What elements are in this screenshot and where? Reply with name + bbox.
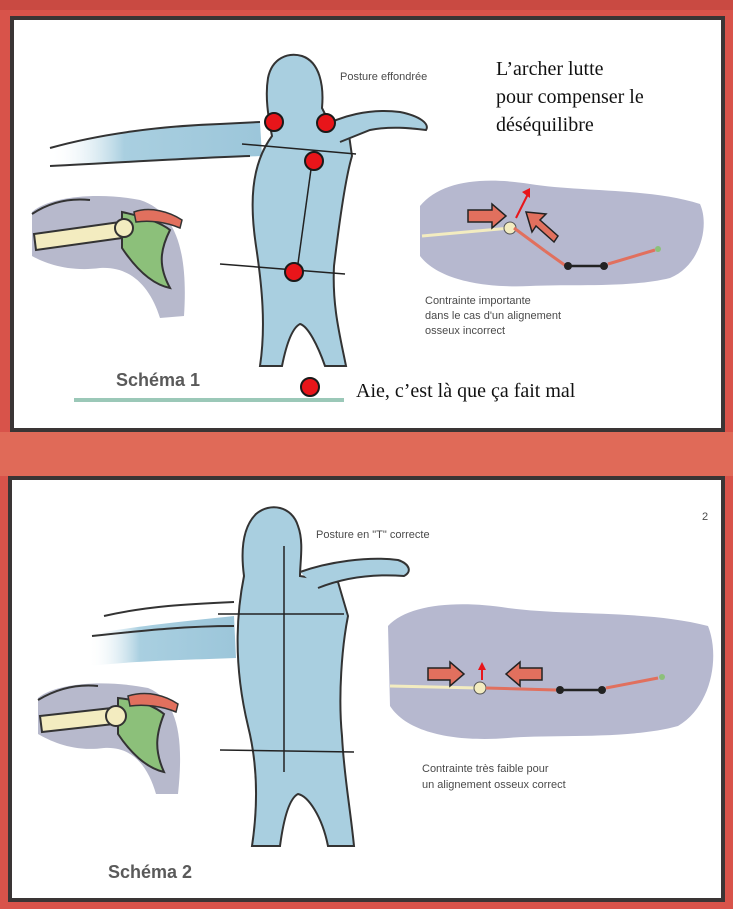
stress-caption-line-2: dans le cas d'un alignement <box>425 310 561 322</box>
red-marker-dot <box>264 112 284 132</box>
annotation-line-1: L’archer lutte <box>496 56 604 82</box>
pain-note: Aie, c’est là que ça fait mal <box>356 378 575 404</box>
annotation-line-3: déséquilibre <box>496 112 594 138</box>
schema-1-panel: Posture effondrée Contrainte importante … <box>10 16 725 432</box>
top-border <box>0 0 733 10</box>
red-marker-dot <box>316 113 336 133</box>
force-diagram-1 <box>420 181 704 287</box>
drawing-arm <box>320 111 427 142</box>
annotation-line-2: pour compenser le <box>496 84 644 110</box>
stress-caption-line-1: Contrainte très faible pour <box>422 763 549 775</box>
torso-and-head <box>253 55 352 366</box>
stress-caption-line-3: osseux incorrect <box>425 325 505 337</box>
extended-arm-outline-top <box>104 602 234 616</box>
red-marker-dot <box>304 151 324 171</box>
schema-title: Schéma 2 <box>108 862 192 882</box>
torso-and-head <box>238 507 354 846</box>
panel-separator <box>0 432 733 476</box>
schema-2-illustration: Posture en "T" correcte 2 Contrainte trè… <box>8 476 725 902</box>
stress-caption-line-2: un alignement osseux correct <box>422 779 566 791</box>
posture-label: Posture effondrée <box>340 71 427 83</box>
force-diagram-2 <box>388 604 713 739</box>
red-marker-dot <box>284 262 304 282</box>
drawing-arm <box>300 559 409 588</box>
schema-title: Schéma 1 <box>116 370 200 390</box>
page-number: 2 <box>702 511 708 523</box>
ground-line <box>74 398 344 402</box>
shoulder-joint-inset <box>32 196 185 318</box>
posture-label: Posture en "T" correcte <box>316 529 430 541</box>
extended-arm <box>88 616 236 666</box>
schema-1-illustration: Posture effondrée Contrainte importante … <box>10 16 725 432</box>
stress-caption-line-1: Contrainte importante <box>425 295 531 307</box>
schema-2-panel: Posture en "T" correcte 2 Contrainte trè… <box>8 476 725 902</box>
red-marker-dot <box>300 377 320 397</box>
shoulder-joint-inset <box>38 683 180 794</box>
